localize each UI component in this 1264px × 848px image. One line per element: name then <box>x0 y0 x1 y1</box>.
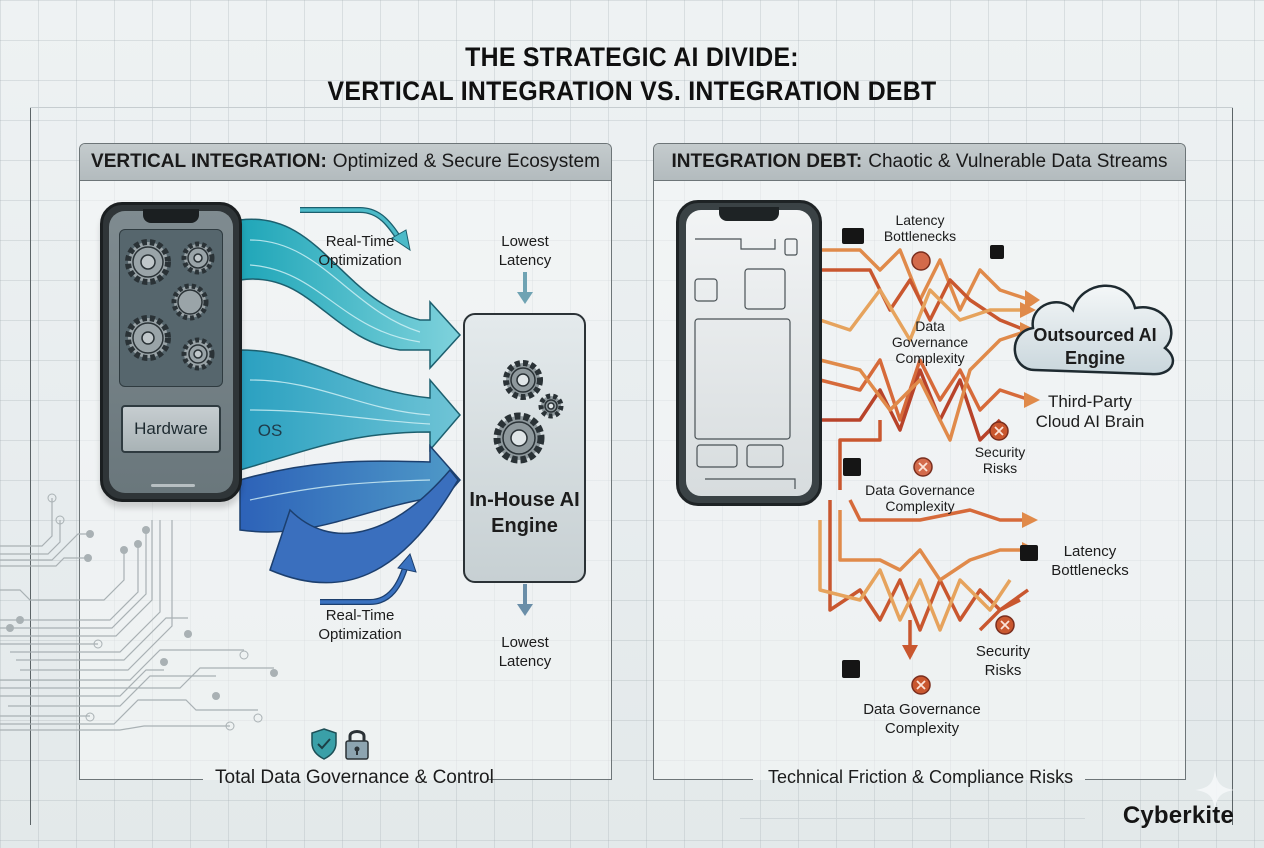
annotation-latency-bottlenecks: Latency Bottlenecks <box>883 212 957 244</box>
error-x-icon <box>913 457 933 477</box>
annotation-data-governance: Data Governance Complexity <box>891 318 969 366</box>
footer-divider <box>79 779 203 780</box>
circuit-outline <box>694 238 798 489</box>
frame-line-top <box>30 107 1233 108</box>
bottom-latency-label: Lowest Latency <box>498 634 552 670</box>
hardware-label-box: Hardware <box>121 405 221 453</box>
footer-divider <box>1085 779 1186 780</box>
left-header-rest: Optimized & Secure Ecosystem <box>332 151 600 172</box>
shield-check-icon <box>311 728 337 760</box>
error-x-icon <box>911 251 931 271</box>
down-arrow-icon <box>517 584 533 616</box>
right-panel-header: INTEGRATION DEBT: Chaotic & Vulnerable D… <box>654 144 1185 181</box>
padlock-icon <box>345 730 369 760</box>
footer-divider <box>487 779 612 780</box>
bottleneck-icon <box>842 228 864 244</box>
sparkle-icon <box>1195 770 1235 810</box>
annotation-security-risks: Security Risks <box>974 444 1026 476</box>
bottleneck-icon <box>1020 545 1038 561</box>
footer-rule <box>740 818 1085 819</box>
bottleneck-icon <box>990 245 1004 259</box>
gears-icon <box>493 360 564 464</box>
in-house-engine-label: In-House AI Engine <box>469 489 580 537</box>
top-realtime-label: Real-Time Optimization <box>318 233 402 269</box>
home-indicator <box>151 484 195 487</box>
cloud-icon <box>1013 284 1175 376</box>
annotation-data-governance: Data Governance Complexity <box>863 701 981 737</box>
in-house-ai-engine: In-House AI Engine <box>463 313 586 583</box>
left-header-bold: VERTICAL INTEGRATION: <box>91 151 327 172</box>
phone-notch <box>143 209 199 223</box>
os-label: OS <box>257 421 283 440</box>
error-x-icon <box>911 675 931 695</box>
hardware-label: Hardware <box>134 419 208 438</box>
right-header-bold: INTEGRATION DEBT: <box>671 151 863 172</box>
title-line-2: VERTICAL INTEGRATION VS. INTEGRATION DEB… <box>327 76 937 106</box>
brand-logo: Cyberkite <box>1122 802 1234 829</box>
phone-notch <box>719 207 779 221</box>
frame-line-left <box>30 107 31 825</box>
right-header-rest: Chaotic & Vulnerable Data Streams <box>868 151 1168 172</box>
error-x-icon <box>995 615 1015 635</box>
hardware-phone: Hardware <box>100 202 242 502</box>
down-arrow-icon <box>517 272 533 304</box>
error-x-icon <box>989 421 1009 441</box>
footer-divider <box>653 779 753 780</box>
cloud-sublabel: Third-Party Cloud AI Brain <box>1035 392 1145 431</box>
title-line-1: THE STRATEGIC AI DIVIDE: <box>465 42 799 72</box>
bottleneck-icon <box>843 458 861 476</box>
annotation-data-governance: Data Governance Complexity <box>865 482 975 514</box>
annotation-latency-bottlenecks: Latency Bottlenecks <box>1051 543 1129 579</box>
left-footer-label: Total Data Governance & Control <box>215 767 494 788</box>
bottleneck-icon <box>842 660 860 678</box>
top-latency-label: Lowest Latency <box>498 233 552 269</box>
circuit-traces-decoration <box>0 493 278 731</box>
data-flow-ribbons <box>239 207 462 605</box>
frame-line-right <box>1232 107 1233 825</box>
chaotic-data-streams <box>818 248 1040 660</box>
gears-icon <box>125 239 215 371</box>
right-footer-label: Technical Friction & Compliance Risks <box>768 767 1074 787</box>
bottom-realtime-label: Real-Time Optimization <box>318 607 402 643</box>
gear-screen <box>119 229 223 387</box>
left-panel-header: VERTICAL INTEGRATION: Optimized & Secure… <box>80 144 611 181</box>
device-phone <box>676 200 822 506</box>
annotation-security-risks: Security Risks <box>975 643 1031 679</box>
outsourced-engine-label: Outsourced AI Engine <box>1033 325 1157 368</box>
page-title: THE STRATEGIC AI DIVIDE: VERTICAL INTEGR… <box>51 40 1214 108</box>
